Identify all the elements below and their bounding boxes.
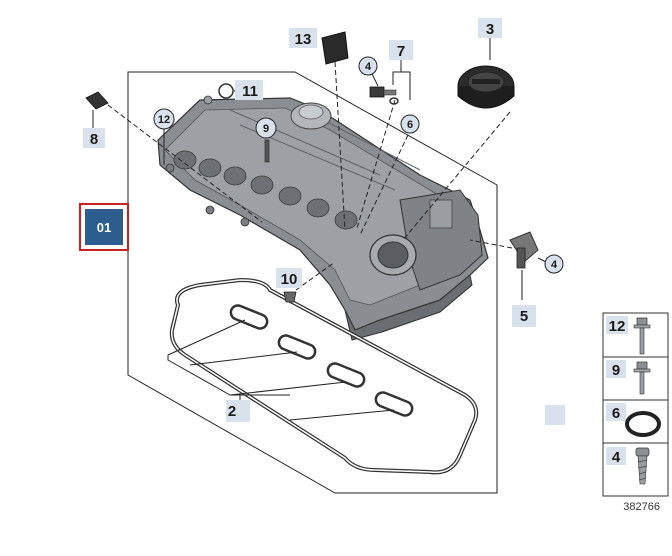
callout-3-text: 3: [486, 21, 494, 38]
callout-6[interactable]: 6: [400, 114, 420, 134]
callout-5-text: 5: [520, 308, 528, 325]
legend-num-9: 9: [612, 362, 620, 379]
legend-row-4[interactable]: 4: [606, 447, 650, 485]
pin-8-dash: [107, 104, 263, 223]
o-ring-icon: [625, 411, 661, 437]
callout-4-right[interactable]: 4: [544, 254, 564, 274]
screw-icon: [635, 447, 650, 485]
callout-9-text: 9: [263, 123, 269, 135]
sensor-right-dash: [469, 239, 513, 249]
assembly-frame: [127, 71, 498, 494]
bracket-7-lines: [392, 71, 411, 100]
cap-dash-line: [402, 111, 511, 241]
seal-13-dash: [334, 61, 346, 231]
callout-13[interactable]: 13: [289, 28, 317, 48]
callout-7[interactable]: 7: [389, 40, 413, 60]
callout-9[interactable]: 9: [255, 117, 277, 139]
callout-12-text: 12: [158, 114, 170, 126]
callout-10-text: 10: [281, 271, 298, 288]
group-code-text: 01: [97, 220, 111, 235]
callout-7-text: 7: [397, 43, 405, 60]
callout-8-text: 8: [90, 131, 98, 148]
gasket-leader-lines: [167, 319, 395, 421]
group-code-box[interactable]: 01: [79, 203, 129, 251]
o-ring-11[interactable]: [218, 83, 234, 99]
legend-num-12: 12: [609, 318, 626, 335]
callout-4-top-text: 4: [365, 61, 372, 73]
short-bolt-icon: [633, 361, 651, 395]
legend-num-4: 4: [612, 449, 621, 466]
legend-row-6[interactable]: 6: [606, 403, 661, 437]
callout-3[interactable]: 3: [478, 18, 502, 38]
dowel-pin-8[interactable]: [85, 91, 109, 110]
fastener-legend: 12 9 6 4: [602, 312, 669, 497]
callout-10[interactable]: 10: [276, 268, 302, 288]
legend-row-12[interactable]: 12: [606, 316, 651, 355]
callout-12[interactable]: 12: [153, 108, 175, 130]
seal-13[interactable]: [321, 31, 349, 65]
callout-8[interactable]: 8: [83, 128, 105, 148]
reference-number: 382766: [623, 501, 660, 513]
callout-placeholder: [545, 405, 565, 425]
bolt-9-part[interactable]: [264, 139, 270, 163]
legend-num-6: 6: [612, 405, 620, 422]
callout-2[interactable]: 2: [226, 400, 250, 422]
callout-11[interactable]: 11: [235, 80, 263, 100]
plug-10-dash: [295, 261, 336, 291]
plug-10[interactable]: [283, 291, 297, 303]
sensor-top-dash: [356, 99, 396, 229]
camshaft-sensor-top[interactable]: [369, 86, 397, 98]
callout-6-text: 6: [407, 119, 413, 131]
callout-4-right-text: 4: [551, 259, 558, 271]
camshaft-sensor-right[interactable]: [509, 231, 539, 269]
callout-5[interactable]: 5: [512, 305, 536, 327]
callout-13-text: 13: [295, 31, 312, 48]
long-bolt-icon: [633, 317, 651, 355]
oil-filler-cap[interactable]: [457, 65, 515, 109]
callout-4-top[interactable]: 4: [358, 56, 378, 76]
callout-11-text: 11: [242, 83, 258, 100]
legend-row-9[interactable]: 9: [606, 360, 651, 395]
valve-cover-gasket[interactable]: [169, 277, 479, 475]
callout-2-text: 2: [228, 403, 236, 420]
valve-cover[interactable]: [157, 95, 489, 341]
